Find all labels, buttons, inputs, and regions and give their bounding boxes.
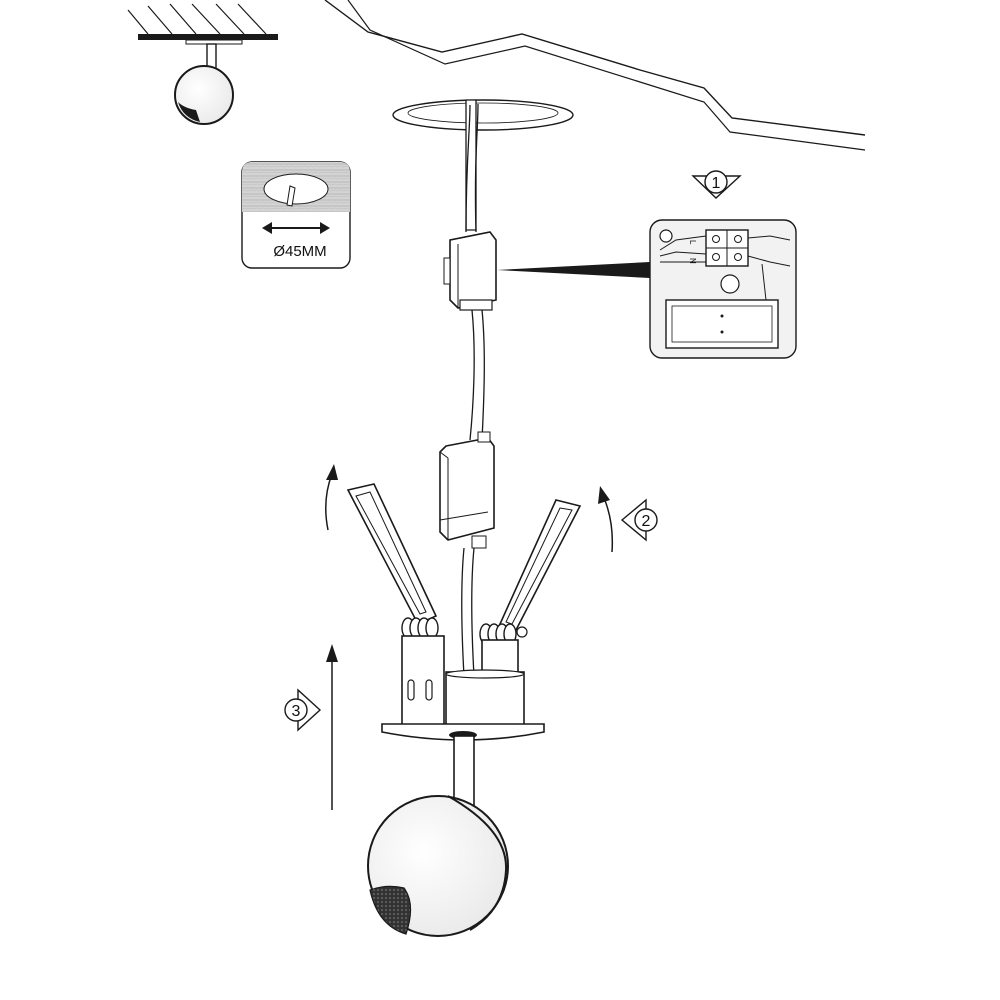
driver-to-lamp-cable [461,547,465,677]
step-2-marker: 2 [620,498,658,542]
supply-cable-curve [465,104,471,233]
housing-cup [445,671,525,729]
recessed-housing [381,635,545,741]
insert-arrow-up [326,644,338,810]
inset-cable [286,185,296,207]
driver-housing [665,299,779,349]
wires-left [659,235,707,263]
small-lamp-lens [178,102,200,122]
step-2-number: 2 [642,513,651,530]
ceiling-hole-inner [407,102,559,124]
step-3-number: 3 [292,703,301,720]
spring-clip-right [479,499,582,645]
supply-cable-curve-2 [474,103,479,233]
ceiling-break-line-lower [347,0,866,151]
step-1-number: 1 [712,175,721,192]
led-driver [439,431,495,549]
connector-cable-2 [481,309,485,441]
small-ball-lamp [174,65,234,125]
cable-entry-icon [720,274,740,294]
step-3-marker: 3 [284,688,322,732]
wiring-detail-inset: L N [649,219,797,359]
housing-bracket [401,635,445,729]
inset-hole [263,173,329,205]
double-arrow-icon [262,222,330,234]
wires-right [747,235,791,267]
ceiling-board [138,34,278,40]
terminal-screw-icons [712,235,742,261]
spring-clip-left [346,483,439,639]
installed-light-thumbnail [127,3,278,125]
ceiling-hatching [127,3,267,35]
driver-to-lamp-cable-2 [471,547,475,677]
wire-down [761,263,767,301]
terminal-label-neutral: N [688,258,697,264]
ball-lens-mesh [369,885,412,935]
rotate-arrow-left [325,464,338,531]
connector-cable [469,309,475,441]
hole-diameter-inset: Ø45MM [241,161,351,269]
hole-diameter-label: Ø45MM [273,243,326,260]
driver-housing-inner [671,305,773,343]
grommet-icon [659,229,673,243]
housing-cup-top [445,669,525,679]
detail-pointer [497,262,650,278]
ceiling-hole [392,99,574,131]
terminal-connector-box [443,231,497,311]
ball-shade-edge [447,795,508,931]
rotate-arrow-right [598,486,614,553]
terminal-label-live: L [688,240,697,245]
step-1-marker: 1 [691,170,742,199]
ball-spotlight [367,795,509,937]
